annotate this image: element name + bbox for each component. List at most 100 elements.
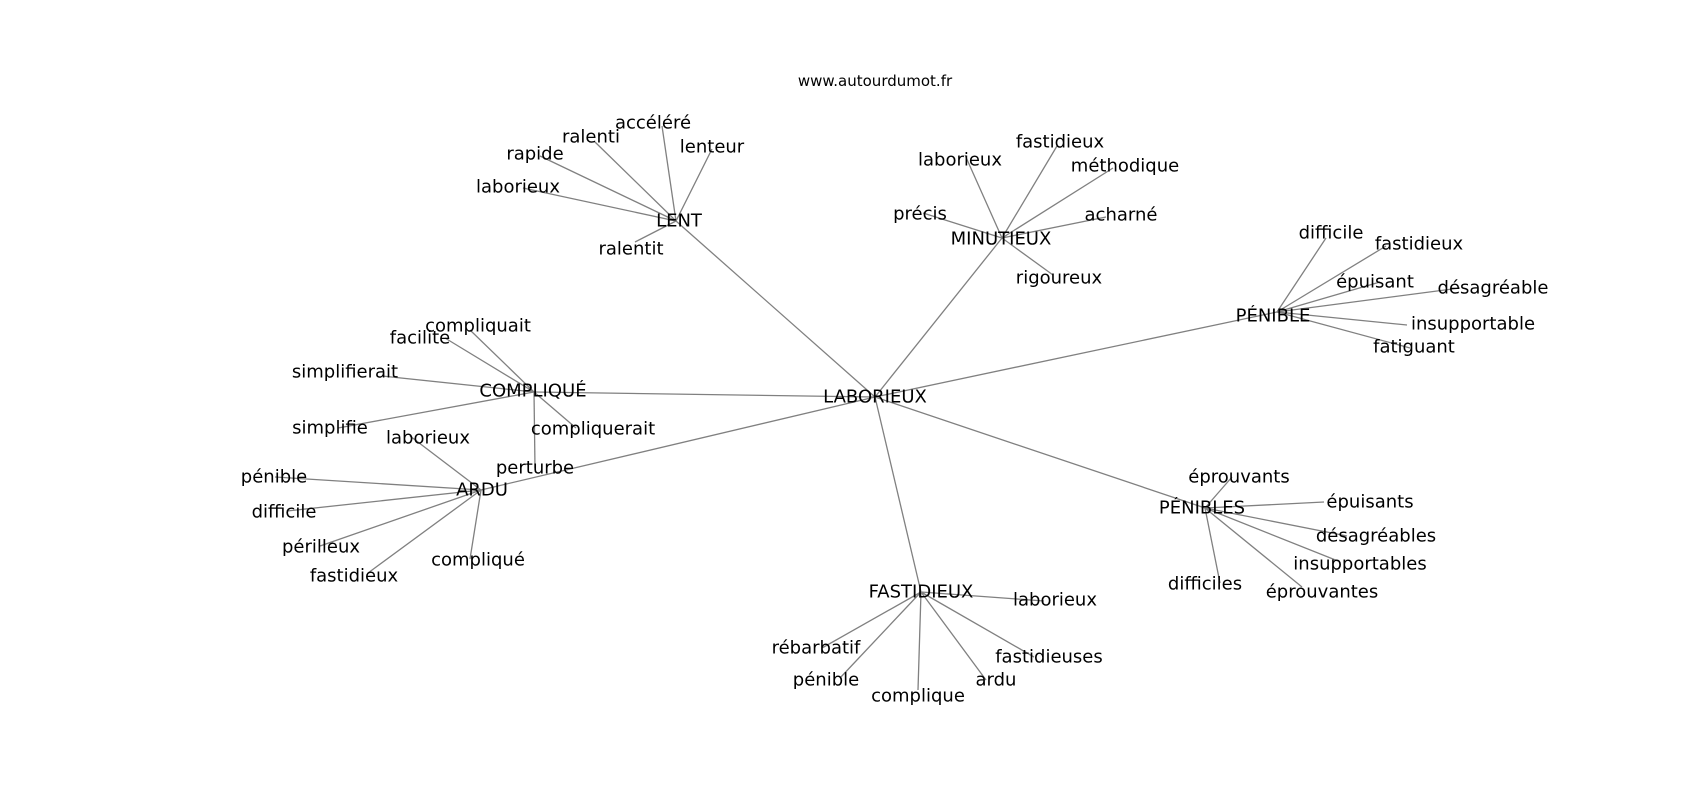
edge-minutieux-leaf <box>1001 167 1114 239</box>
edge-penibles-leaf <box>1204 507 1348 537</box>
edge-penibles-leaf <box>1204 507 1303 588</box>
edge-penible-leaf <box>1276 287 1461 313</box>
leaf-word-node[interactable]: fastidieux <box>1016 132 1105 153</box>
edge-center-to-penibles <box>874 396 1206 509</box>
leaf-word-node[interactable]: perturbe <box>496 458 574 479</box>
leaf-word-node[interactable]: ardu <box>976 670 1017 691</box>
leaf-word-node[interactable]: difficiles <box>1168 574 1242 595</box>
leaf-word-node[interactable]: pénible <box>241 467 307 488</box>
leaf-word-node[interactable]: compliquerait <box>531 419 655 440</box>
edge-complique-leaf <box>381 375 535 393</box>
leaf-word-node[interactable]: rapide <box>506 144 563 165</box>
hub-word-node-penible[interactable]: PÉNIBLE <box>1236 305 1311 327</box>
leaf-word-node[interactable]: difficile <box>1299 223 1364 244</box>
site-watermark: www.autourdumot.fr <box>797 72 953 90</box>
edge-penibles-leaf <box>1204 476 1233 509</box>
leaf-word-node[interactable]: fatiguant <box>1373 337 1455 358</box>
leaf-word-node[interactable]: pénible <box>793 670 859 691</box>
hub-word-node-penibles[interactable]: PÉNIBLES <box>1159 497 1245 519</box>
edge-lent-leaf <box>661 125 677 222</box>
edge-center-to-lent <box>675 220 876 398</box>
leaf-word-node[interactable]: difficile <box>252 502 317 523</box>
edge-fastidieux-leaf <box>920 591 987 681</box>
edge-minutieux-leaf <box>1001 216 1107 239</box>
hub-word-node-minutieux[interactable]: MINUTIEUX <box>951 229 1052 250</box>
edge-ardu-leaf <box>469 489 482 560</box>
leaf-word-node[interactable]: insupportable <box>1411 314 1535 335</box>
leaf-word-node[interactable]: rigoureux <box>1016 268 1103 289</box>
edge-fastidieux-leaf <box>821 591 922 649</box>
edge-lent-leaf <box>634 220 677 243</box>
leaf-word-node[interactable]: fastidieux <box>1375 234 1464 255</box>
edge-ardu-leaf <box>286 489 482 512</box>
edge-minutieux-leaf <box>922 212 1003 239</box>
edge-minutieux-leaf <box>1001 145 1058 239</box>
leaf-word-node[interactable]: rébarbatif <box>772 638 861 659</box>
edge-ardu-leaf <box>274 476 482 491</box>
edge-ardu-leaf <box>367 489 482 574</box>
leaf-word-node[interactable]: laborieux <box>386 428 470 449</box>
edge-fastidieux-leaf <box>920 591 1045 602</box>
edge-complique-leaf <box>444 337 535 393</box>
edge-minutieux-leaf <box>964 154 1003 239</box>
edge-penible-leaf <box>1276 245 1387 313</box>
leaf-word-node[interactable]: laborieux <box>476 177 560 198</box>
edge-penibles-leaf <box>1204 501 1325 509</box>
leaf-word-node[interactable]: désagréable <box>1438 278 1549 299</box>
leaf-word-node[interactable]: lenteur <box>680 137 745 158</box>
edge-fastidieux-leaf <box>920 591 1035 658</box>
edge-complique-leaf <box>337 391 535 429</box>
edge-center-to-ardu <box>480 396 876 491</box>
edge-lent-leaf <box>594 141 677 222</box>
leaf-word-node[interactable]: acharné <box>1085 205 1158 226</box>
leaf-word-node[interactable]: fastidieuses <box>995 647 1103 668</box>
leaf-word-node[interactable]: fastidieux <box>310 566 399 587</box>
leaf-word-node[interactable]: ralenti <box>562 127 620 148</box>
edge-penibles-leaf <box>1204 507 1221 584</box>
edge-center-to-minutieux <box>874 237 1003 398</box>
leaf-word-node[interactable]: insupportables <box>1293 554 1426 575</box>
hub-word-node-complique[interactable]: COMPLIQUÉ <box>479 380 586 402</box>
edge-lent-leaf <box>675 148 713 222</box>
leaf-word-node[interactable]: précis <box>893 204 947 225</box>
leaf-word-node[interactable]: facilite <box>390 328 450 349</box>
leaf-word-node[interactable]: épuisants <box>1326 492 1413 513</box>
edge-ardu-leaf <box>319 489 482 547</box>
hub-word-node-lent[interactable]: LENT <box>656 211 703 232</box>
leaf-word-node[interactable]: laborieux <box>918 150 1002 171</box>
leaf-word-node[interactable]: complique <box>871 686 965 707</box>
edge-fastidieux-leaf <box>917 591 922 691</box>
leaf-word-node[interactable]: épuisant <box>1336 272 1414 293</box>
leaf-word-node[interactable]: ralentit <box>598 239 663 260</box>
leaf-word-node[interactable]: éprouvants <box>1188 467 1289 488</box>
edge-penible-leaf <box>1276 237 1327 313</box>
leaf-word-node[interactable]: périlleux <box>282 537 360 558</box>
leaf-word-node[interactable]: compliquait <box>425 316 531 337</box>
leaf-word-node[interactable]: compliqué <box>431 550 525 571</box>
center-word-node[interactable]: LABORIEUX <box>823 387 927 408</box>
edge-lent-leaf <box>522 187 677 222</box>
leaf-word-node[interactable]: simplifierait <box>292 362 398 383</box>
edge-penible-leaf <box>1276 311 1408 326</box>
hub-word-node-fastidieux[interactable]: FASTIDIEUX <box>869 582 974 603</box>
leaf-word-node[interactable]: simplifie <box>292 418 368 439</box>
edge-penible-leaf <box>1276 311 1411 349</box>
edge-complique-leaf <box>469 329 535 393</box>
edge-center-to-penible <box>874 311 1278 398</box>
leaf-word-node[interactable]: éprouvantes <box>1266 582 1379 603</box>
leaf-word-node[interactable]: laborieux <box>1013 590 1097 611</box>
edge-penibles-leaf <box>1204 507 1339 562</box>
edge-lent-leaf <box>539 155 677 222</box>
leaf-word-node[interactable]: désagréables <box>1316 526 1436 547</box>
edge-center-to-fastidieux <box>874 396 922 593</box>
edge-fastidieux-leaf <box>839 591 922 679</box>
hub-word-node-ardu[interactable]: ARDU <box>456 480 508 501</box>
edge-ardu-leaf <box>409 435 482 491</box>
leaf-word-node[interactable]: accéléré <box>615 113 691 134</box>
edge-complique-leaf <box>533 391 536 469</box>
leaf-word-node[interactable]: méthodique <box>1071 156 1179 177</box>
edges-layer <box>274 125 1461 691</box>
edge-minutieux-leaf <box>1001 237 1054 276</box>
